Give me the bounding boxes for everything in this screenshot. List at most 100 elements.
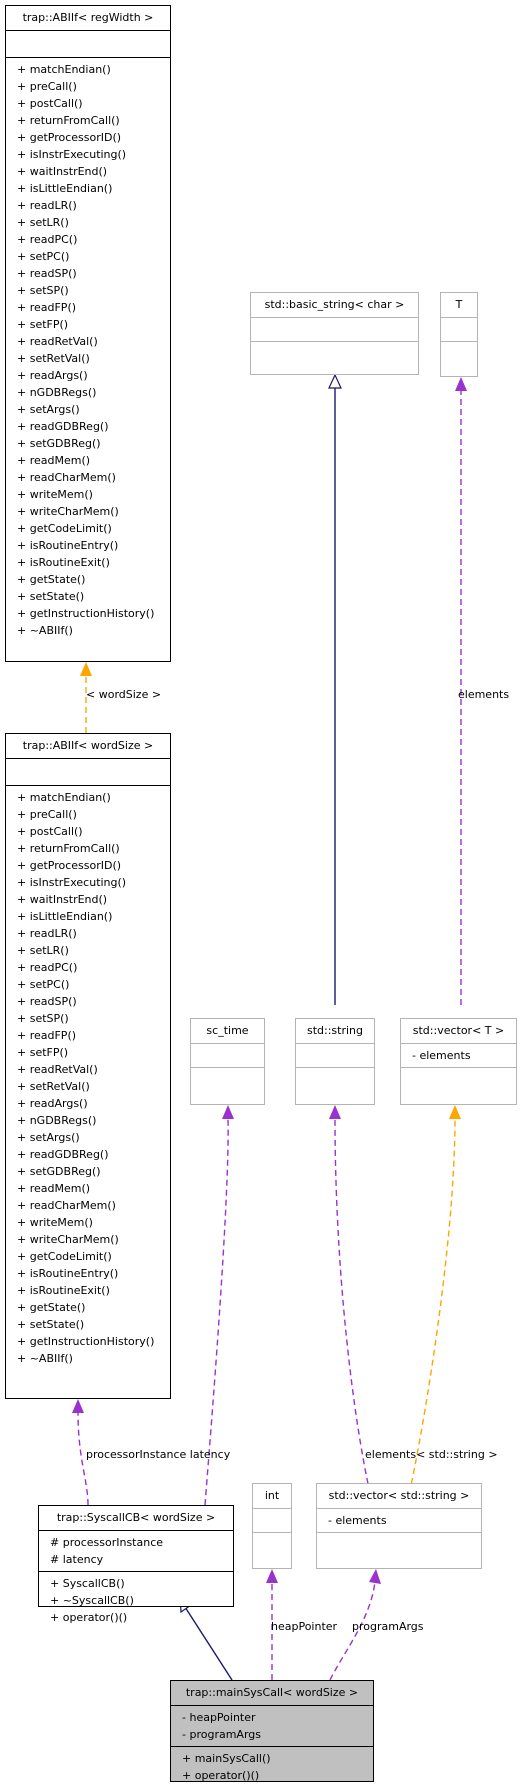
edge-main-inherit bbox=[184, 1606, 233, 1681]
method-row: + readPC() bbox=[17, 961, 78, 974]
attributes-section: - elements bbox=[401, 1043, 516, 1067]
label-elements-string: elements< std::string > bbox=[365, 1448, 498, 1461]
attributes-section bbox=[251, 317, 418, 341]
methods-section: + matchEndian()+ preCall()+ postCall()+ … bbox=[6, 57, 170, 642]
methods-section: + matchEndian()+ preCall()+ postCall()+ … bbox=[6, 785, 170, 1370]
method-row: + setRetVal() bbox=[17, 1080, 90, 1093]
attributes-section bbox=[253, 1508, 291, 1532]
method-row: + preCall() bbox=[17, 80, 77, 93]
method-row: + isRoutineExit() bbox=[17, 556, 110, 569]
method-row: + isRoutineExit() bbox=[17, 1284, 110, 1297]
attributes-section: - heapPointer - programArgs bbox=[171, 1705, 373, 1746]
edge-syscall-inherit bbox=[77, 1411, 89, 1506]
method-row: + getProcessorID() bbox=[17, 131, 122, 144]
arrowhead-syscall-abiif bbox=[72, 1399, 84, 1413]
method-row: + writeMem() bbox=[17, 488, 93, 501]
method-row: + readLR() bbox=[17, 927, 77, 940]
method-row: + readCharMem() bbox=[17, 471, 116, 484]
class-abiif-regwidth[interactable]: trap::ABIIf< regWidth > + matchEndian()+… bbox=[5, 5, 171, 662]
attribute-row: - elements bbox=[412, 1049, 471, 1062]
method-row: + nGDBRegs() bbox=[17, 1114, 97, 1127]
method-row: + readLR() bbox=[17, 199, 77, 212]
method-row: + readRetVal() bbox=[17, 1063, 98, 1076]
class-mainsyscall[interactable]: trap::mainSysCall< wordSize > - heapPoin… bbox=[170, 1680, 374, 1782]
attributes-section bbox=[6, 758, 170, 785]
method-row: + setPC() bbox=[17, 978, 70, 991]
method-row: + getCodeLimit() bbox=[17, 1250, 112, 1263]
method-row: + readMem() bbox=[17, 1182, 91, 1195]
method-row: + readPC() bbox=[17, 233, 78, 246]
label-template-wordsize: < wordSize > bbox=[86, 688, 162, 701]
method-row: + isRoutineEntry() bbox=[17, 1267, 119, 1280]
methods-section bbox=[317, 1532, 481, 1556]
attributes-section bbox=[6, 30, 170, 57]
attributes-section bbox=[296, 1043, 374, 1067]
methods-section bbox=[401, 1067, 516, 1091]
edge-syscall-sctime bbox=[204, 1117, 229, 1506]
class-basic-string[interactable]: std::basic_string< char > bbox=[250, 292, 419, 375]
methods-section bbox=[191, 1067, 264, 1091]
method-row: + ~SyscallCB() bbox=[50, 1594, 134, 1607]
methods-section bbox=[253, 1532, 291, 1556]
method-row: + postCall() bbox=[17, 97, 83, 110]
method-row: + setGDBReg() bbox=[17, 437, 101, 450]
method-row: + SyscallCB() bbox=[50, 1577, 125, 1590]
class-title: T bbox=[455, 298, 463, 311]
method-row: + postCall() bbox=[17, 825, 83, 838]
method-row: + operator()() bbox=[182, 1769, 260, 1782]
method-row: + readSP() bbox=[17, 995, 77, 1008]
method-row: + setSP() bbox=[17, 284, 69, 297]
class-title: trap::ABIIf< regWidth > bbox=[22, 11, 154, 24]
arrowhead-abiif-template bbox=[80, 662, 92, 676]
edge-main-vecstring bbox=[329, 1581, 376, 1681]
class-syscallcb[interactable]: trap::SyscallCB< wordSize > # processorI… bbox=[38, 1505, 234, 1624]
method-row: + returnFromCall() bbox=[17, 842, 120, 855]
method-row: + readMem() bbox=[17, 454, 91, 467]
class-std-string[interactable]: std::string bbox=[295, 1018, 375, 1105]
class-title: sc_time bbox=[206, 1024, 249, 1037]
method-row: + getProcessorID() bbox=[17, 859, 122, 872]
class-title: std::vector< T > bbox=[412, 1024, 505, 1037]
method-row: + writeMem() bbox=[17, 1216, 93, 1229]
attribute-row: # processorInstance bbox=[50, 1536, 164, 1549]
class-int[interactable]: int bbox=[252, 1483, 292, 1569]
method-row: + isInstrExecuting() bbox=[17, 876, 127, 889]
method-row: + setState() bbox=[17, 590, 85, 603]
class-title: std::vector< std::string > bbox=[328, 1489, 470, 1502]
class-abiif-wordsize[interactable]: trap::ABIIf< wordSize > + matchEndian()+… bbox=[5, 733, 171, 1399]
method-row: + getState() bbox=[17, 573, 86, 586]
attributes-section: # processorInstance # latency bbox=[39, 1530, 233, 1571]
attributes-section bbox=[191, 1043, 264, 1067]
class-sc-time[interactable]: sc_time bbox=[190, 1018, 265, 1105]
method-row: + setFP() bbox=[17, 1046, 69, 1059]
arrowhead-vector-t bbox=[455, 377, 467, 391]
method-row: + getInstructionHistory() bbox=[17, 607, 155, 620]
label-vector-t-elements: elements bbox=[458, 688, 510, 701]
method-row: + preCall() bbox=[17, 808, 77, 821]
method-row: + readFP() bbox=[17, 301, 77, 314]
method-row: + isInstrExecuting() bbox=[17, 148, 127, 161]
edge-vecstring-vectort bbox=[404, 1117, 456, 1514]
label-program-args: programArgs bbox=[352, 1620, 424, 1633]
class-vector-string[interactable]: std::vector< std::string > - elements bbox=[316, 1483, 482, 1569]
method-row: + getCodeLimit() bbox=[17, 522, 112, 535]
arrowhead-sctime bbox=[222, 1105, 234, 1119]
method-row: + readCharMem() bbox=[17, 1199, 116, 1212]
method-row: + setState() bbox=[17, 1318, 85, 1331]
method-row: + readGDBReg() bbox=[17, 420, 109, 433]
method-row: + readFP() bbox=[17, 1029, 77, 1042]
methods-section: + SyscallCB() + ~SyscallCB() + operator(… bbox=[39, 1571, 233, 1629]
class-vector-t[interactable]: std::vector< T > - elements bbox=[400, 1018, 517, 1105]
method-row: + setFP() bbox=[17, 318, 69, 331]
method-row: + setGDBReg() bbox=[17, 1165, 101, 1178]
class-title: trap::ABIIf< wordSize > bbox=[22, 739, 154, 752]
method-row: + operator()() bbox=[50, 1611, 128, 1624]
method-row: + setPC() bbox=[17, 250, 70, 263]
method-row: + nGDBRegs() bbox=[17, 386, 97, 399]
arrowhead-vecstring bbox=[369, 1569, 381, 1584]
class-title: int bbox=[264, 1489, 280, 1502]
method-row: + setLR() bbox=[17, 944, 69, 957]
class-t[interactable]: T bbox=[440, 292, 478, 377]
method-row: + setArgs() bbox=[17, 403, 80, 416]
